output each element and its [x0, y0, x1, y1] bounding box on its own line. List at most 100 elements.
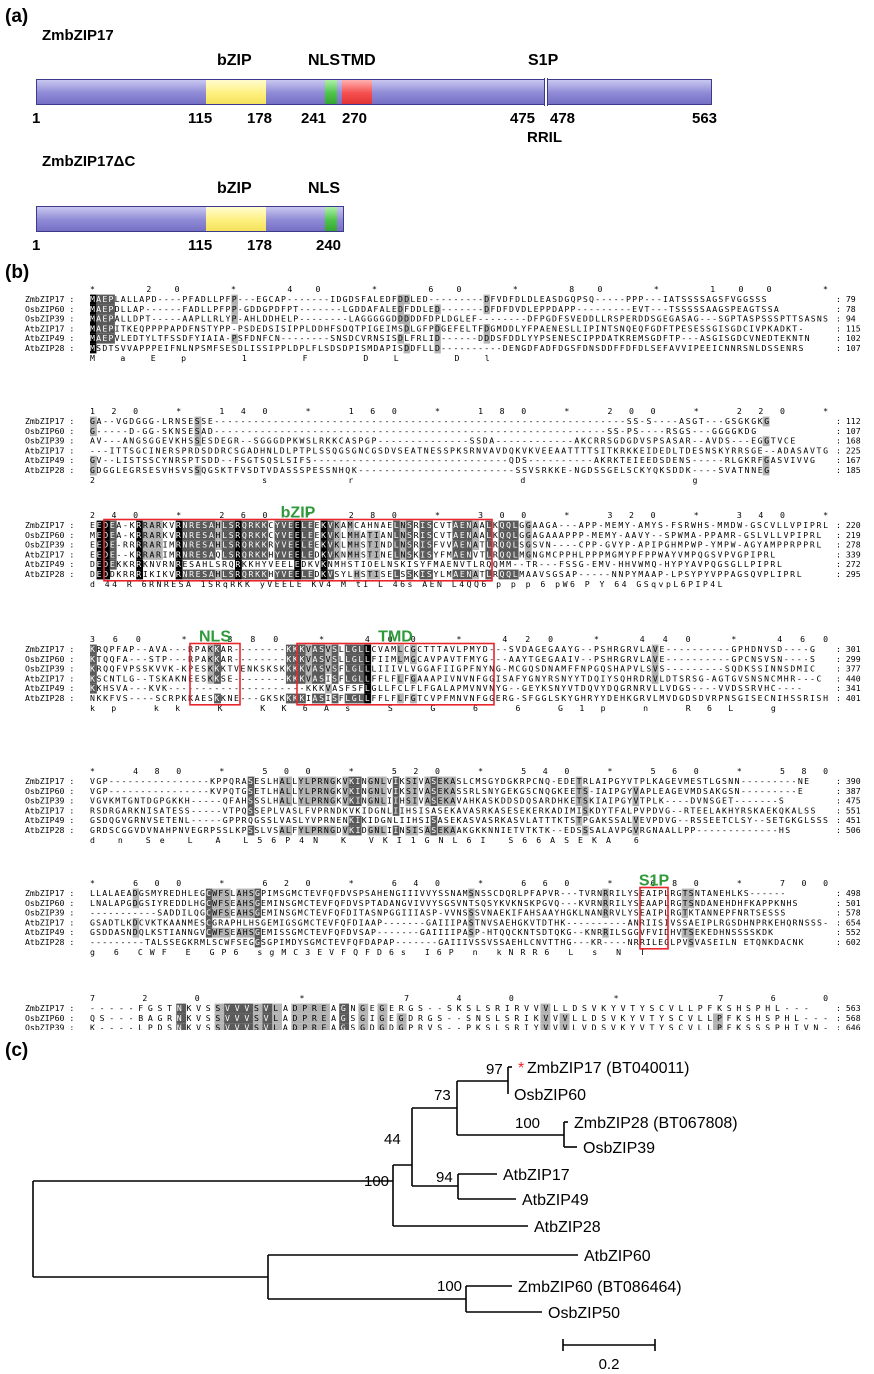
- conserved-cell: [406, 520, 414, 531]
- conserved-cell: [339, 1023, 350, 1030]
- similar-cell: [403, 324, 411, 334]
- similar-cell: [403, 343, 411, 354]
- bootstrap-value: 94: [436, 1169, 453, 1186]
- bzip-domain-2: [206, 206, 266, 232]
- conserved-cell: [136, 530, 144, 541]
- similar-cell: [90, 416, 97, 427]
- conserved-cell: [392, 796, 400, 806]
- similar-cell: [687, 888, 695, 899]
- similar-cell: [681, 888, 689, 899]
- conserved-cell: [351, 654, 359, 665]
- similar-cell: [300, 1023, 311, 1030]
- alignment-seq-name: AtbZIP28 :: [25, 693, 74, 703]
- conserved-cell: [459, 540, 466, 550]
- similar-cell: [353, 530, 361, 541]
- conserved-cell: [320, 530, 328, 541]
- alignment-ruler: * 600 * 620 * 640 * 660 * 680 * 700: [90, 878, 828, 888]
- similar-cell: [194, 436, 202, 446]
- conserved-cell: [452, 540, 460, 550]
- conserved-cell: [318, 654, 326, 665]
- similar-cell: [651, 674, 659, 684]
- conserved-cell: [103, 569, 111, 580]
- similar-cell: [320, 1023, 330, 1030]
- similar-cell: [317, 786, 324, 797]
- similar-cell: [582, 796, 589, 806]
- conserved-cell: [327, 530, 335, 541]
- alignment-seq-name: OsbZIP60 :: [25, 530, 74, 540]
- conserved-cell: [208, 540, 216, 550]
- conserved-cell: [108, 294, 115, 305]
- conserved-cell: [354, 796, 362, 806]
- conserved-cell: [102, 304, 109, 315]
- conserved-cell: [90, 683, 97, 694]
- similar-cell: [687, 937, 695, 948]
- conserved-cell: [103, 550, 111, 560]
- similar-cell: [231, 314, 238, 324]
- similar-cell: [346, 550, 354, 560]
- alignment-seq-name: AtbZIP17 :: [25, 323, 74, 333]
- conserved-cell: [300, 530, 308, 541]
- conserved-cell: [228, 520, 236, 531]
- similar-cell: [602, 898, 609, 909]
- similar-cell: [231, 294, 238, 305]
- conserved-cell: [109, 530, 117, 541]
- s1p-site: [544, 78, 548, 106]
- tree-tip-label: AtbZIP28: [534, 1219, 601, 1236]
- similar-cell: [602, 908, 609, 918]
- conserved-cell: [430, 825, 438, 836]
- similar-cell: [540, 1013, 551, 1024]
- conserved-cell: [393, 520, 400, 531]
- conserved-cell: [188, 540, 196, 550]
- similar-cell: [762, 416, 770, 427]
- similar-cell: [367, 786, 375, 797]
- conserved-cell: [465, 550, 473, 560]
- similar-cell: [582, 825, 589, 836]
- alignment-end-position: : 295: [836, 569, 861, 579]
- conserved-cell: [233, 1013, 244, 1024]
- pos-475: 475: [510, 110, 535, 127]
- conserved-cell: [195, 540, 203, 550]
- conserved-cell: [511, 569, 519, 580]
- similar-cell: [524, 550, 532, 560]
- conserved-cell: [327, 569, 335, 580]
- alignment-seq-name: OsbZIP60 :: [25, 786, 74, 796]
- conserved-cell: [312, 644, 319, 655]
- conserved-cell: [298, 644, 306, 655]
- alignment-ruler: 240 * 260 * 280 * 300 * 320 * 340 *: [90, 510, 828, 520]
- similar-cell: [559, 1013, 570, 1024]
- similar-cell: [468, 888, 475, 899]
- similar-cell: [285, 786, 293, 797]
- conserved-cell: [109, 550, 117, 560]
- conserved-cell: [312, 664, 319, 674]
- similar-cell: [310, 776, 318, 787]
- alignment-end-position: : 107: [836, 426, 861, 436]
- alignment-seq-name: OsbZIP39 :: [25, 314, 74, 324]
- similar-cell: [207, 644, 215, 655]
- similar-cell: [242, 908, 249, 918]
- alignment-ruler: * 480 * 500 * 520 * 540 * 560 * 580: [90, 766, 828, 776]
- conserved-cell: [254, 888, 262, 899]
- pos-478: 478: [550, 110, 575, 127]
- conserved-cell: [426, 520, 433, 531]
- tree-tip-label: ZmbZIP60 (BT086464): [518, 1279, 682, 1296]
- similar-cell: [242, 898, 249, 909]
- similar-cell: [373, 530, 381, 541]
- conserved-cell: [195, 569, 203, 580]
- conserved-cell: [505, 550, 513, 560]
- conserved-cell: [430, 796, 438, 806]
- similar-cell: [317, 776, 324, 787]
- conserved-cell: [261, 569, 269, 580]
- similar-cell: [483, 333, 491, 344]
- conserved-cell: [182, 530, 190, 541]
- conserved-cell: [221, 550, 229, 560]
- similar-cell: [342, 796, 349, 806]
- conserved-cell: [248, 540, 256, 550]
- alignment-end-position: : 552: [836, 927, 861, 937]
- conserved-cell: [175, 569, 183, 580]
- conserved-cell: [344, 654, 352, 665]
- similar-cell: [155, 550, 163, 560]
- similar-cell: [224, 888, 231, 899]
- alignment-end-position: : 299: [836, 654, 861, 664]
